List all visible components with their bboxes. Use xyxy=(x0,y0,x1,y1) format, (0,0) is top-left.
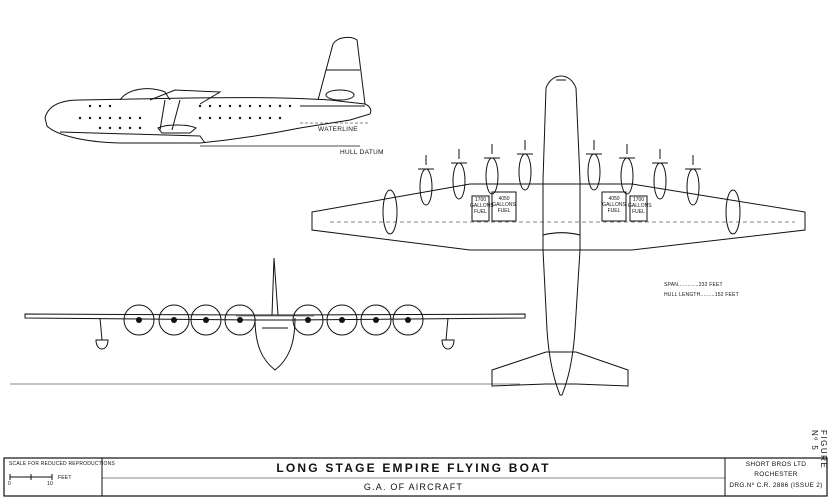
waterline-label: WATERLINE xyxy=(318,126,358,133)
fuel-label-outer-right: 1700 GALLONS FUEL xyxy=(628,197,652,215)
fuel-label-outer-left: 1700 GALLONS FUEL xyxy=(470,197,494,215)
span-dimension: SPAN.............232 FEET xyxy=(664,282,723,288)
hull-length-dimension: HULL LENGTH.........152 FEET xyxy=(664,292,739,298)
front-view-hubs xyxy=(136,317,411,323)
side-view-windows xyxy=(78,104,292,130)
plan-view xyxy=(311,75,806,396)
company-name: SHORT BROS LTD xyxy=(745,461,807,468)
plan-view-engines xyxy=(418,140,701,206)
scale-note: SCALE FOR REDUCED REPRODUCTIONS xyxy=(9,461,115,467)
drawing-title: LONG STAGE EMPIRE FLYING BOAT xyxy=(276,461,551,475)
hull-datum-label: HULL DATUM xyxy=(340,149,384,156)
scale-tick-0: 0 xyxy=(8,481,11,487)
front-elevation-view xyxy=(10,257,526,385)
side-elevation-view xyxy=(44,36,372,147)
company-location: ROCHESTER xyxy=(754,471,798,478)
drawing-number: DRG.Nº C.R. 2886 (ISSUE 2) xyxy=(729,482,823,489)
scale-unit: FEET xyxy=(58,475,72,481)
title-block xyxy=(3,457,828,497)
fuel-label-inner-left: 4050 GALLONS FUEL xyxy=(492,196,516,214)
scale-bar xyxy=(9,474,53,480)
scale-tick-10: 10 xyxy=(47,481,53,487)
front-view-propellers xyxy=(123,304,424,336)
drawing-subtitle: G.A. OF AIRCRAFT xyxy=(363,482,464,492)
fuel-label-inner-right: 4050 GALLONS FUEL xyxy=(602,196,626,214)
